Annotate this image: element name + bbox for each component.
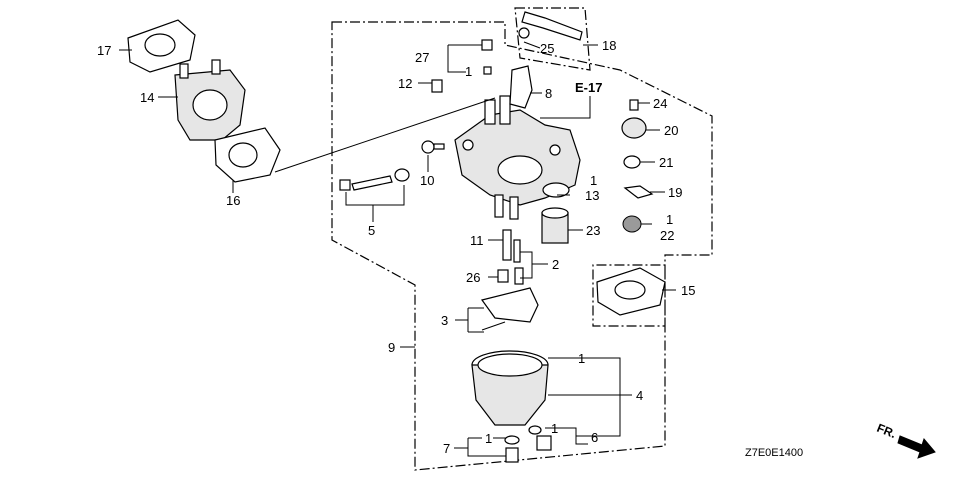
callout-12: 12 (398, 76, 412, 91)
callout-25: 25 (540, 41, 554, 56)
callout-22: 22 (660, 228, 674, 243)
bolt-27 (481, 39, 493, 75)
pilot-screw-5 (339, 168, 410, 191)
nozzle-11 (502, 229, 512, 261)
float-chamber-4 (471, 350, 549, 426)
insulator-14 (174, 59, 246, 141)
callout-13: 13 (585, 188, 599, 203)
front-direction-indicator: FR. (875, 421, 936, 459)
bracket-8 (509, 65, 533, 109)
callout-6: 6 (591, 430, 598, 445)
callout-1-f: 1 (666, 212, 673, 227)
callout-3: 3 (441, 313, 448, 328)
callout-21: 21 (659, 155, 673, 170)
front-label: FR. (875, 421, 898, 441)
callout-1-a: 1 (465, 64, 472, 79)
callout-27: 27 (415, 50, 429, 65)
drain-bolt-7 (504, 435, 520, 463)
callout-19: 19 (668, 185, 682, 200)
screw-12 (431, 79, 443, 93)
o-ring-13 (542, 182, 570, 198)
nut-21 (623, 155, 641, 169)
float-3 (480, 287, 539, 331)
callout-18: 18 (602, 38, 616, 53)
drawing-code: Z7E0E1400 (745, 447, 803, 459)
callout-1-b: 1 (590, 173, 597, 188)
callout-5: 5 (368, 223, 375, 238)
callout-7: 7 (443, 441, 450, 456)
seal-22 (622, 215, 642, 233)
callout-1-c: 1 (578, 351, 585, 366)
leader-lines (119, 41, 676, 457)
screw-10 (421, 140, 445, 154)
callout-26: 26 (466, 270, 480, 285)
callout-24: 24 (653, 96, 667, 111)
spring-26 (497, 267, 524, 285)
cap-20 (621, 117, 647, 139)
callout-10: 10 (420, 173, 434, 188)
callout-8: 8 (545, 86, 552, 101)
callout-1-e: 1 (485, 431, 492, 446)
lever-boundary (514, 7, 591, 71)
callout-17: 17 (97, 43, 111, 58)
callout-2: 2 (552, 257, 559, 272)
bolt-6 (528, 425, 552, 451)
gasket-16 (214, 127, 281, 183)
reference-e17: E-17 (575, 80, 602, 95)
lever-18 (518, 11, 583, 41)
gasket-17 (127, 19, 196, 73)
callout-23: 23 (586, 223, 600, 238)
gasket-15 (596, 267, 666, 316)
main-jet-2 (513, 239, 521, 263)
callout-16: 16 (226, 193, 240, 208)
callout-4: 4 (636, 388, 643, 403)
screw-24 (629, 99, 639, 111)
callout-9: 9 (388, 340, 395, 355)
carburetor-body (454, 95, 581, 220)
callout-15: 15 (681, 283, 695, 298)
callout-1-d: 1 (551, 421, 558, 436)
arm-19 (623, 185, 654, 199)
front-arrow-icon (897, 435, 936, 459)
callout-20: 20 (664, 123, 678, 138)
jet-23 (541, 207, 569, 244)
callout-14: 14 (140, 90, 154, 105)
assembly-boundary (331, 21, 713, 471)
callout-11: 11 (470, 233, 484, 248)
